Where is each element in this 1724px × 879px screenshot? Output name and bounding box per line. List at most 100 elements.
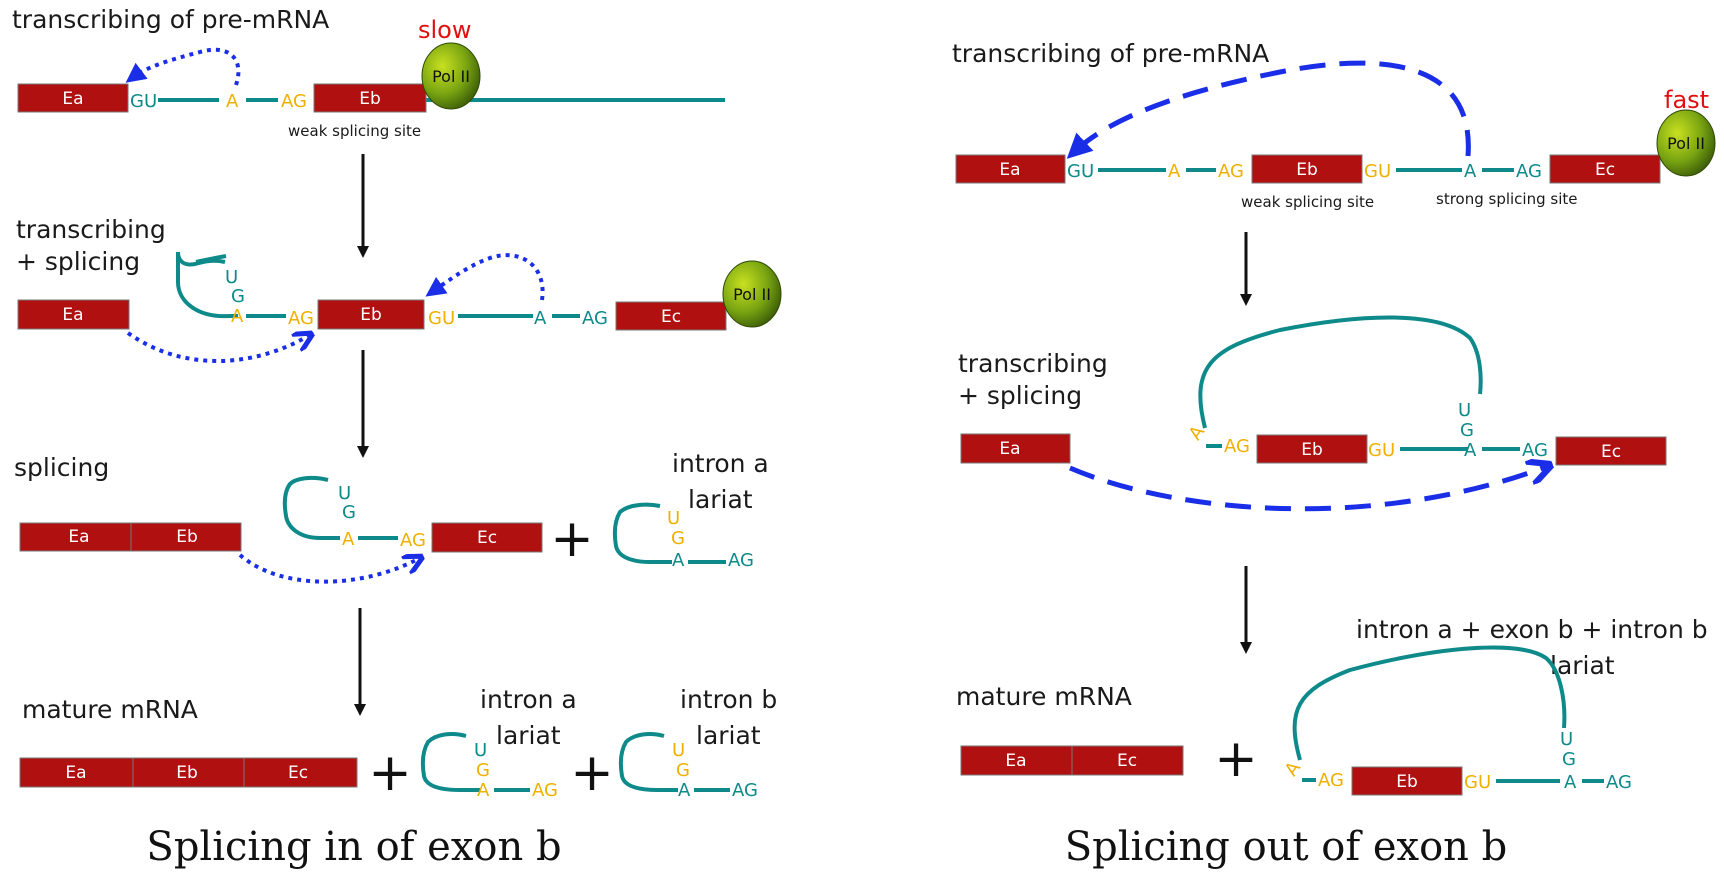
left-s4-a-ag: AG (532, 780, 558, 801)
left-s2-u: U (225, 267, 238, 288)
right-s1-a: A (1168, 161, 1181, 182)
left-stage2-label-line1: transcribing (16, 215, 166, 244)
left-s1-pol-ii-label: Pol II (432, 67, 470, 86)
left-s2-exon-ea-label: Ea (62, 305, 83, 325)
right-s1-ag2: AG (1516, 161, 1542, 182)
left-stage4-label: mature mRNA (22, 695, 198, 724)
right-s4-ag2: AG (1606, 772, 1632, 793)
right-s2-branch-a: A (1464, 440, 1477, 461)
left-stage1-label: transcribing of pre-mRNA (12, 5, 329, 34)
right-s4-a-rot: A (1281, 757, 1306, 780)
left-stage3-label: splicing (14, 453, 109, 482)
left-s3-exon-ea (19, 522, 132, 552)
left-s2-branch-a: A (534, 308, 547, 329)
right-s1-strong-site: strong splicing site (1436, 190, 1577, 208)
left-s3-free-lariat (612, 502, 672, 564)
left-s2-exon-eb-label: Eb (360, 305, 382, 325)
left-s3-free-g: G (671, 528, 685, 549)
left-speed-label: slow (418, 16, 471, 44)
left-s3-free-u: U (667, 508, 680, 529)
left-s2-exon-ea (17, 299, 130, 330)
left-s4-intron-a-line2: lariat (496, 721, 561, 750)
right-s1-splice-arrow (1066, 60, 1471, 159)
right-s1-exon-eb-label: Eb (1296, 160, 1318, 180)
right-s4-exon-ea (960, 745, 1073, 776)
left-s2-splice-arrow-bottom (126, 333, 310, 363)
right-s2-exon-ec (1555, 436, 1667, 466)
right-title: Splicing out of exon b (1065, 824, 1508, 870)
right-s4-exon-ea-label: Ea (1005, 751, 1026, 771)
left-s3-exon-ec-label: Ec (477, 528, 497, 548)
left-s4-exon-ec (243, 757, 358, 788)
left-s1-ag: AG (281, 91, 307, 112)
right-s1-exon-ec-label: Ec (1595, 160, 1615, 180)
left-s3-intron-a-line1: intron a (672, 449, 769, 478)
left-s2-lariat-top (195, 254, 227, 264)
right-s1-exon-ec (1549, 154, 1661, 184)
left-s2-exon-ec-label: Ec (661, 307, 681, 327)
left-s2-pol-ii (722, 260, 782, 328)
left-s4-plus2: + (570, 743, 614, 803)
left-s2-g: G (231, 286, 245, 307)
left-s3-splice-arrow (238, 555, 420, 584)
right-s4-big-lariat (1292, 645, 1567, 761)
right-s2-lariat-arc (1198, 315, 1483, 429)
left-s3-exon-ea-label: Ea (68, 527, 89, 547)
left-s4-a-u: U (474, 740, 487, 761)
left-s4-intron-a-line1: intron a (480, 685, 577, 714)
left-s3-g: G (342, 502, 356, 523)
right-s1-pol-ii (1656, 109, 1716, 177)
right-stage4-label: mature mRNA (956, 682, 1132, 711)
left-s1-gu: GU (130, 91, 157, 112)
left-s3-ag: AG (400, 530, 426, 551)
right-s2-exon-eb (1256, 434, 1368, 464)
right-s4-exon-ec (1071, 745, 1184, 776)
left-s4-b-ag: AG (732, 780, 758, 801)
right-s2-exon-ea-label: Ea (999, 439, 1020, 459)
right-s4-exon-eb (1351, 766, 1463, 796)
right-s1-gu2: GU (1364, 161, 1391, 182)
left-s4-intron-b-line2: lariat (696, 721, 761, 750)
left-s2-exon-eb (317, 299, 425, 330)
left-s4-a-a: A (477, 780, 490, 801)
left-s2-exon-ec (615, 301, 727, 331)
right-s2-ag: AG (1224, 436, 1250, 457)
right-s4-exon-eb-label: Eb (1396, 772, 1418, 792)
left-s4-exon-ea-label: Ea (65, 763, 86, 783)
right-s1-branch-a: A (1464, 161, 1477, 182)
right-stage2-label-line1: transcribing (958, 349, 1108, 378)
left-s4-b-u: U (672, 740, 685, 761)
left-s3-a: A (342, 529, 355, 550)
right-s1-exon-ea-label: Ea (999, 160, 1020, 180)
left-s1-a: A (226, 91, 239, 112)
left-s4-intron-a-lariat (420, 732, 480, 792)
right-s4-branch-a: A (1564, 772, 1577, 793)
right-s2-exon-ec-label: Ec (1601, 442, 1621, 462)
right-s1-exon-ea (955, 154, 1066, 184)
right-s1-pol-ii-label: Pol II (1667, 134, 1705, 153)
left-s2-ag2: AG (582, 308, 608, 329)
left-s3-exon-eb-label: Eb (176, 527, 198, 547)
left-s3-exon-eb (130, 522, 242, 552)
left-s3-exon-ec (431, 522, 543, 553)
left-s2-a: A (231, 306, 244, 327)
left-s4-exon-ea (19, 757, 134, 788)
right-s2-gu: GU (1368, 440, 1395, 461)
left-s1-weak-site: weak splicing site (288, 122, 421, 140)
left-s3-plus: + (550, 509, 594, 569)
left-s4-intron-b-line1: intron b (680, 685, 777, 714)
right-s4-gu: GU (1464, 772, 1491, 793)
right-s1-ag: AG (1218, 161, 1244, 182)
left-s4-b-a: A (678, 780, 691, 801)
left-s2-ag: AG (288, 308, 314, 329)
right-s4-lariat-line1: intron a + exon b + intron b (1356, 615, 1708, 644)
right-s2-exon-eb-label: Eb (1301, 440, 1323, 460)
left-s2-splice-arrow-top (425, 253, 545, 301)
left-s3-free-a: A (672, 550, 685, 571)
left-stage2-label-line2: + splicing (16, 247, 140, 276)
right-s4-ag: AG (1318, 770, 1344, 791)
left-s2-gu: GU (428, 308, 455, 329)
right-s2-exon-ea (960, 433, 1071, 464)
left-s4-a-g: G (476, 760, 490, 781)
